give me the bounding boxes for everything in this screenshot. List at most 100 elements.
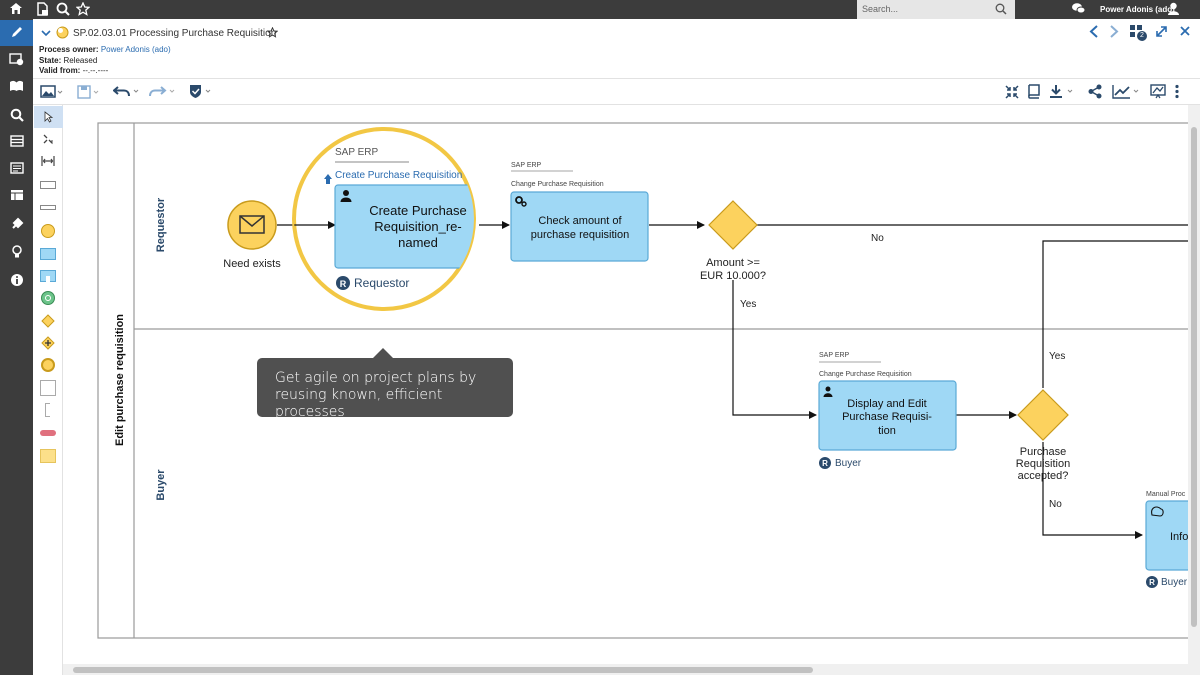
palette-gateway[interactable] xyxy=(41,314,55,328)
mag-task-label-2: Requisition_re- xyxy=(374,219,461,234)
info-icon[interactable] xyxy=(0,268,33,294)
role-badge-icon xyxy=(336,276,350,290)
valid-label: Valid from: xyxy=(39,66,81,75)
task-display-transaction: Change Purchase Requisition xyxy=(819,371,912,378)
palette-pool[interactable] xyxy=(40,181,56,189)
tools-plug-icon[interactable] xyxy=(0,212,33,238)
valid-from-row: Valid from: --.--.---- xyxy=(39,66,108,75)
connector-tool-icon[interactable] xyxy=(42,133,54,145)
process-owner-row: Process owner: Power Adonis (ado) xyxy=(39,45,171,54)
flow-label-yes-2: Yes xyxy=(1049,351,1065,362)
feature-tooltip: Get agile on project plans by reusing kn… xyxy=(257,348,513,420)
gateway-accepted[interactable] xyxy=(1017,389,1069,441)
task-check-transaction: Change Purchase Requisition xyxy=(511,181,604,188)
flow-label-yes-1: Yes xyxy=(740,299,756,310)
previous-chevron-icon[interactable] xyxy=(1089,25,1099,38)
vertical-scrollbar[interactable] xyxy=(1188,105,1200,675)
mag-task-create-purchase-requisition[interactable] xyxy=(334,184,485,269)
handbook-book-icon[interactable] xyxy=(0,75,33,101)
favorites-star-icon[interactable] xyxy=(74,1,91,17)
owner-link[interactable]: Power Adonis (ado) xyxy=(100,45,171,54)
state-label: State: xyxy=(39,56,62,65)
recent-search-icon[interactable] xyxy=(55,2,70,17)
presentation-mode-icon[interactable] xyxy=(1150,84,1166,99)
analysis-chart-button[interactable] xyxy=(1112,84,1142,104)
gateway-accepted-label-1: Purchase xyxy=(1020,446,1066,458)
svg-text:R: R xyxy=(1149,578,1155,587)
object-palette xyxy=(33,105,63,675)
maximize-icon[interactable] xyxy=(1155,25,1168,38)
palette-note[interactable] xyxy=(40,449,56,463)
spacing-tool-icon[interactable] xyxy=(41,155,55,167)
more-options-icon[interactable] xyxy=(1174,84,1180,99)
release-workflow-icon[interactable] xyxy=(0,47,33,73)
search-nav-icon[interactable] xyxy=(0,103,33,129)
handbook-icon[interactable] xyxy=(1026,84,1041,99)
start-event-need-exists[interactable] xyxy=(227,200,277,250)
search-box[interactable]: Search... xyxy=(857,0,1015,19)
mag-task-role[interactable]: Requestor xyxy=(354,276,409,290)
tooltip-line-1: Get agile on project plans by xyxy=(275,370,477,386)
palette-task[interactable] xyxy=(40,248,56,260)
palette-message[interactable] xyxy=(40,430,56,436)
palette-intermediate-event[interactable] xyxy=(41,291,55,305)
save-button[interactable] xyxy=(77,85,101,104)
close-icon[interactable] xyxy=(1179,25,1191,37)
undo-button[interactable] xyxy=(112,84,141,104)
collapse-chevron-down-icon[interactable] xyxy=(41,29,51,37)
task-info-role[interactable]: Buyer xyxy=(1161,577,1188,588)
task-info[interactable] xyxy=(1145,500,1200,571)
mag-task-label-3: named xyxy=(398,235,438,250)
gateway-amount-label-1: Amount >= xyxy=(706,257,760,269)
mag-task-transaction[interactable]: Create Purchase Requisition xyxy=(335,170,462,181)
check-model-button[interactable] xyxy=(189,84,215,104)
palette-parallel-gateway[interactable] xyxy=(41,336,55,350)
left-sidebar xyxy=(0,19,33,675)
task-display-role[interactable]: Buyer xyxy=(835,458,862,469)
search-input[interactable]: Search... xyxy=(862,4,899,14)
home-icon[interactable] xyxy=(8,2,23,17)
search-icon[interactable] xyxy=(995,3,1007,15)
role-badge-icon xyxy=(819,457,831,469)
palette-lane[interactable] xyxy=(40,205,56,210)
palette-group[interactable] xyxy=(40,380,56,396)
favorite-star-icon[interactable] xyxy=(267,27,278,38)
mag-task-system: SAP ERP xyxy=(335,147,378,158)
diagram-canvas[interactable]: Edit purchase requisition Requestor Buye… xyxy=(63,105,1200,675)
share-icon[interactable] xyxy=(1088,84,1102,99)
user-avatar-icon[interactable] xyxy=(1166,2,1181,17)
layout-collapse-icon[interactable] xyxy=(1004,84,1020,100)
task-check-amount[interactable] xyxy=(510,191,649,262)
modelling-pencil-icon[interactable] xyxy=(0,20,33,46)
reports-icon[interactable] xyxy=(0,157,33,183)
task-display-edit[interactable] xyxy=(818,380,957,451)
palette-annotation[interactable] xyxy=(45,403,50,417)
dashboard-table-icon[interactable] xyxy=(0,184,33,210)
next-chevron-icon[interactable] xyxy=(1109,25,1119,38)
open-models-button[interactable]: 2 xyxy=(1129,24,1147,41)
task-info-label: Info xyxy=(1170,531,1188,543)
modelling-toolbar xyxy=(33,79,1200,105)
palette-end-event[interactable] xyxy=(41,358,55,372)
download-button[interactable] xyxy=(1049,84,1077,104)
pointer-cursor-icon xyxy=(44,111,54,123)
start-event-label: Need exists xyxy=(223,258,281,270)
svg-text:R: R xyxy=(822,459,828,468)
user-name[interactable]: Power Adonis (ado) xyxy=(1100,5,1175,14)
lane-label-buyer: Buyer xyxy=(155,469,167,501)
task-display-label-3: tion xyxy=(878,425,896,437)
horizontal-scrollbar[interactable] xyxy=(63,664,1188,675)
catalog-list-icon[interactable] xyxy=(0,130,33,156)
redo-button[interactable] xyxy=(149,84,177,104)
ideas-lightbulb-icon[interactable] xyxy=(0,240,33,266)
gateway-accepted-label-3: accepted? xyxy=(1018,470,1069,482)
palette-start-event[interactable] xyxy=(41,224,55,238)
new-document-icon[interactable] xyxy=(35,2,50,17)
valid-value: --.--.---- xyxy=(82,66,109,75)
palette-select-tool[interactable] xyxy=(34,106,63,128)
gateway-amount[interactable] xyxy=(708,200,758,250)
image-export-button[interactable] xyxy=(40,85,64,104)
process-diagram: Edit purchase requisition Requestor Buye… xyxy=(97,122,1200,639)
palette-subprocess[interactable] xyxy=(40,270,56,282)
chat-icon[interactable] xyxy=(1071,2,1086,17)
